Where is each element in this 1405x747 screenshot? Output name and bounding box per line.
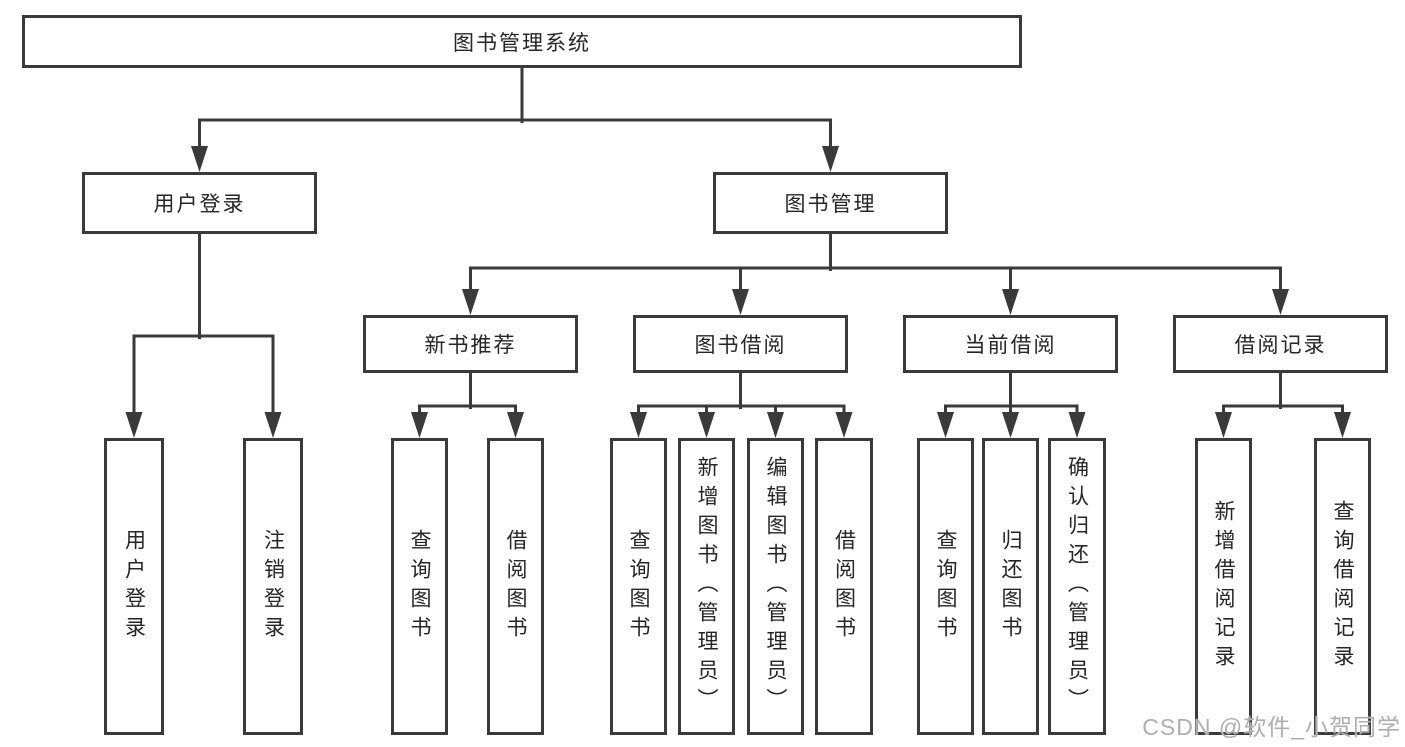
leaf-current-query-books: 查询图书 bbox=[917, 438, 974, 735]
node-label: 当前借阅 bbox=[964, 334, 1057, 357]
leaf-label: 查询借阅记录 bbox=[1331, 499, 1354, 674]
node-current-borrow: 当前借阅 bbox=[903, 315, 1118, 373]
node-new-book-recommend: 新书推荐 bbox=[363, 315, 578, 373]
connector-book-borrow-to-leaves bbox=[630, 371, 853, 438]
leaf-label: 新增借阅记录 bbox=[1212, 499, 1235, 674]
connector-current-borrow-to-leaves bbox=[937, 371, 1086, 438]
node-book-management: 图书管理 bbox=[713, 172, 948, 234]
node-label: 借阅记录 bbox=[1234, 334, 1327, 357]
leaf-label: 查询图书 bbox=[408, 528, 431, 645]
node-book-borrow: 图书借阅 bbox=[633, 315, 848, 373]
leaf-borrow-borrow-books: 借阅图书 bbox=[815, 438, 873, 735]
leaf-user-login: 用户登录 bbox=[104, 438, 164, 735]
leaf-borrow-edit-books-admin: 编辑图书（管理员） bbox=[747, 438, 804, 735]
leaf-label: 注销登录 bbox=[261, 528, 285, 645]
node-user-login: 用户登录 bbox=[82, 172, 317, 234]
leaf-records-query-borrow-record: 查询借阅记录 bbox=[1314, 438, 1371, 735]
csdn-watermark: CSDN @软件_小贺同学 bbox=[1142, 714, 1401, 740]
connector-borrow-records-to-leaves bbox=[1215, 371, 1351, 438]
leaf-label: 确认归还（管理员） bbox=[1065, 456, 1089, 717]
leaf-records-add-borrow-record: 新增借阅记录 bbox=[1195, 438, 1252, 735]
leaf-newbook-borrow-books: 借阅图书 bbox=[487, 438, 544, 735]
leaf-borrow-query-books: 查询图书 bbox=[610, 438, 667, 735]
connector-new-book-to-leaves bbox=[411, 371, 524, 438]
leaf-label: 新增图书（管理员） bbox=[695, 456, 718, 717]
node-label: 用户登录 bbox=[153, 193, 246, 216]
node-library-management-system: 图书管理系统 bbox=[22, 15, 1022, 68]
leaf-label: 归还图书 bbox=[999, 528, 1022, 645]
node-label: 图书管理 bbox=[784, 193, 877, 216]
leaf-label: 编辑图书（管理员） bbox=[764, 456, 787, 717]
leaf-label: 借阅图书 bbox=[832, 528, 856, 645]
leaf-current-confirm-return-admin: 确认归还（管理员） bbox=[1048, 438, 1106, 735]
leaf-label: 用户登录 bbox=[122, 528, 146, 645]
connector-user-login-to-leaves bbox=[125, 232, 282, 438]
node-label: 图书借阅 bbox=[694, 334, 787, 357]
connector-root-to-level2 bbox=[191, 66, 839, 172]
leaf-newbook-query-books: 查询图书 bbox=[391, 438, 448, 735]
node-label: 图书管理系统 bbox=[453, 31, 591, 55]
leaf-current-return-books: 归还图书 bbox=[982, 438, 1039, 735]
node-borrow-records: 借阅记录 bbox=[1173, 315, 1388, 373]
leaf-label: 借阅图书 bbox=[504, 528, 527, 645]
connector-book-management-to-level3 bbox=[462, 232, 1289, 315]
leaf-logout: 注销登录 bbox=[243, 438, 303, 735]
node-label: 新书推荐 bbox=[424, 334, 517, 357]
leaf-borrow-add-books-admin: 新增图书（管理员） bbox=[678, 438, 735, 735]
leaf-label: 查询图书 bbox=[627, 528, 650, 645]
leaf-label: 查询图书 bbox=[934, 528, 957, 645]
